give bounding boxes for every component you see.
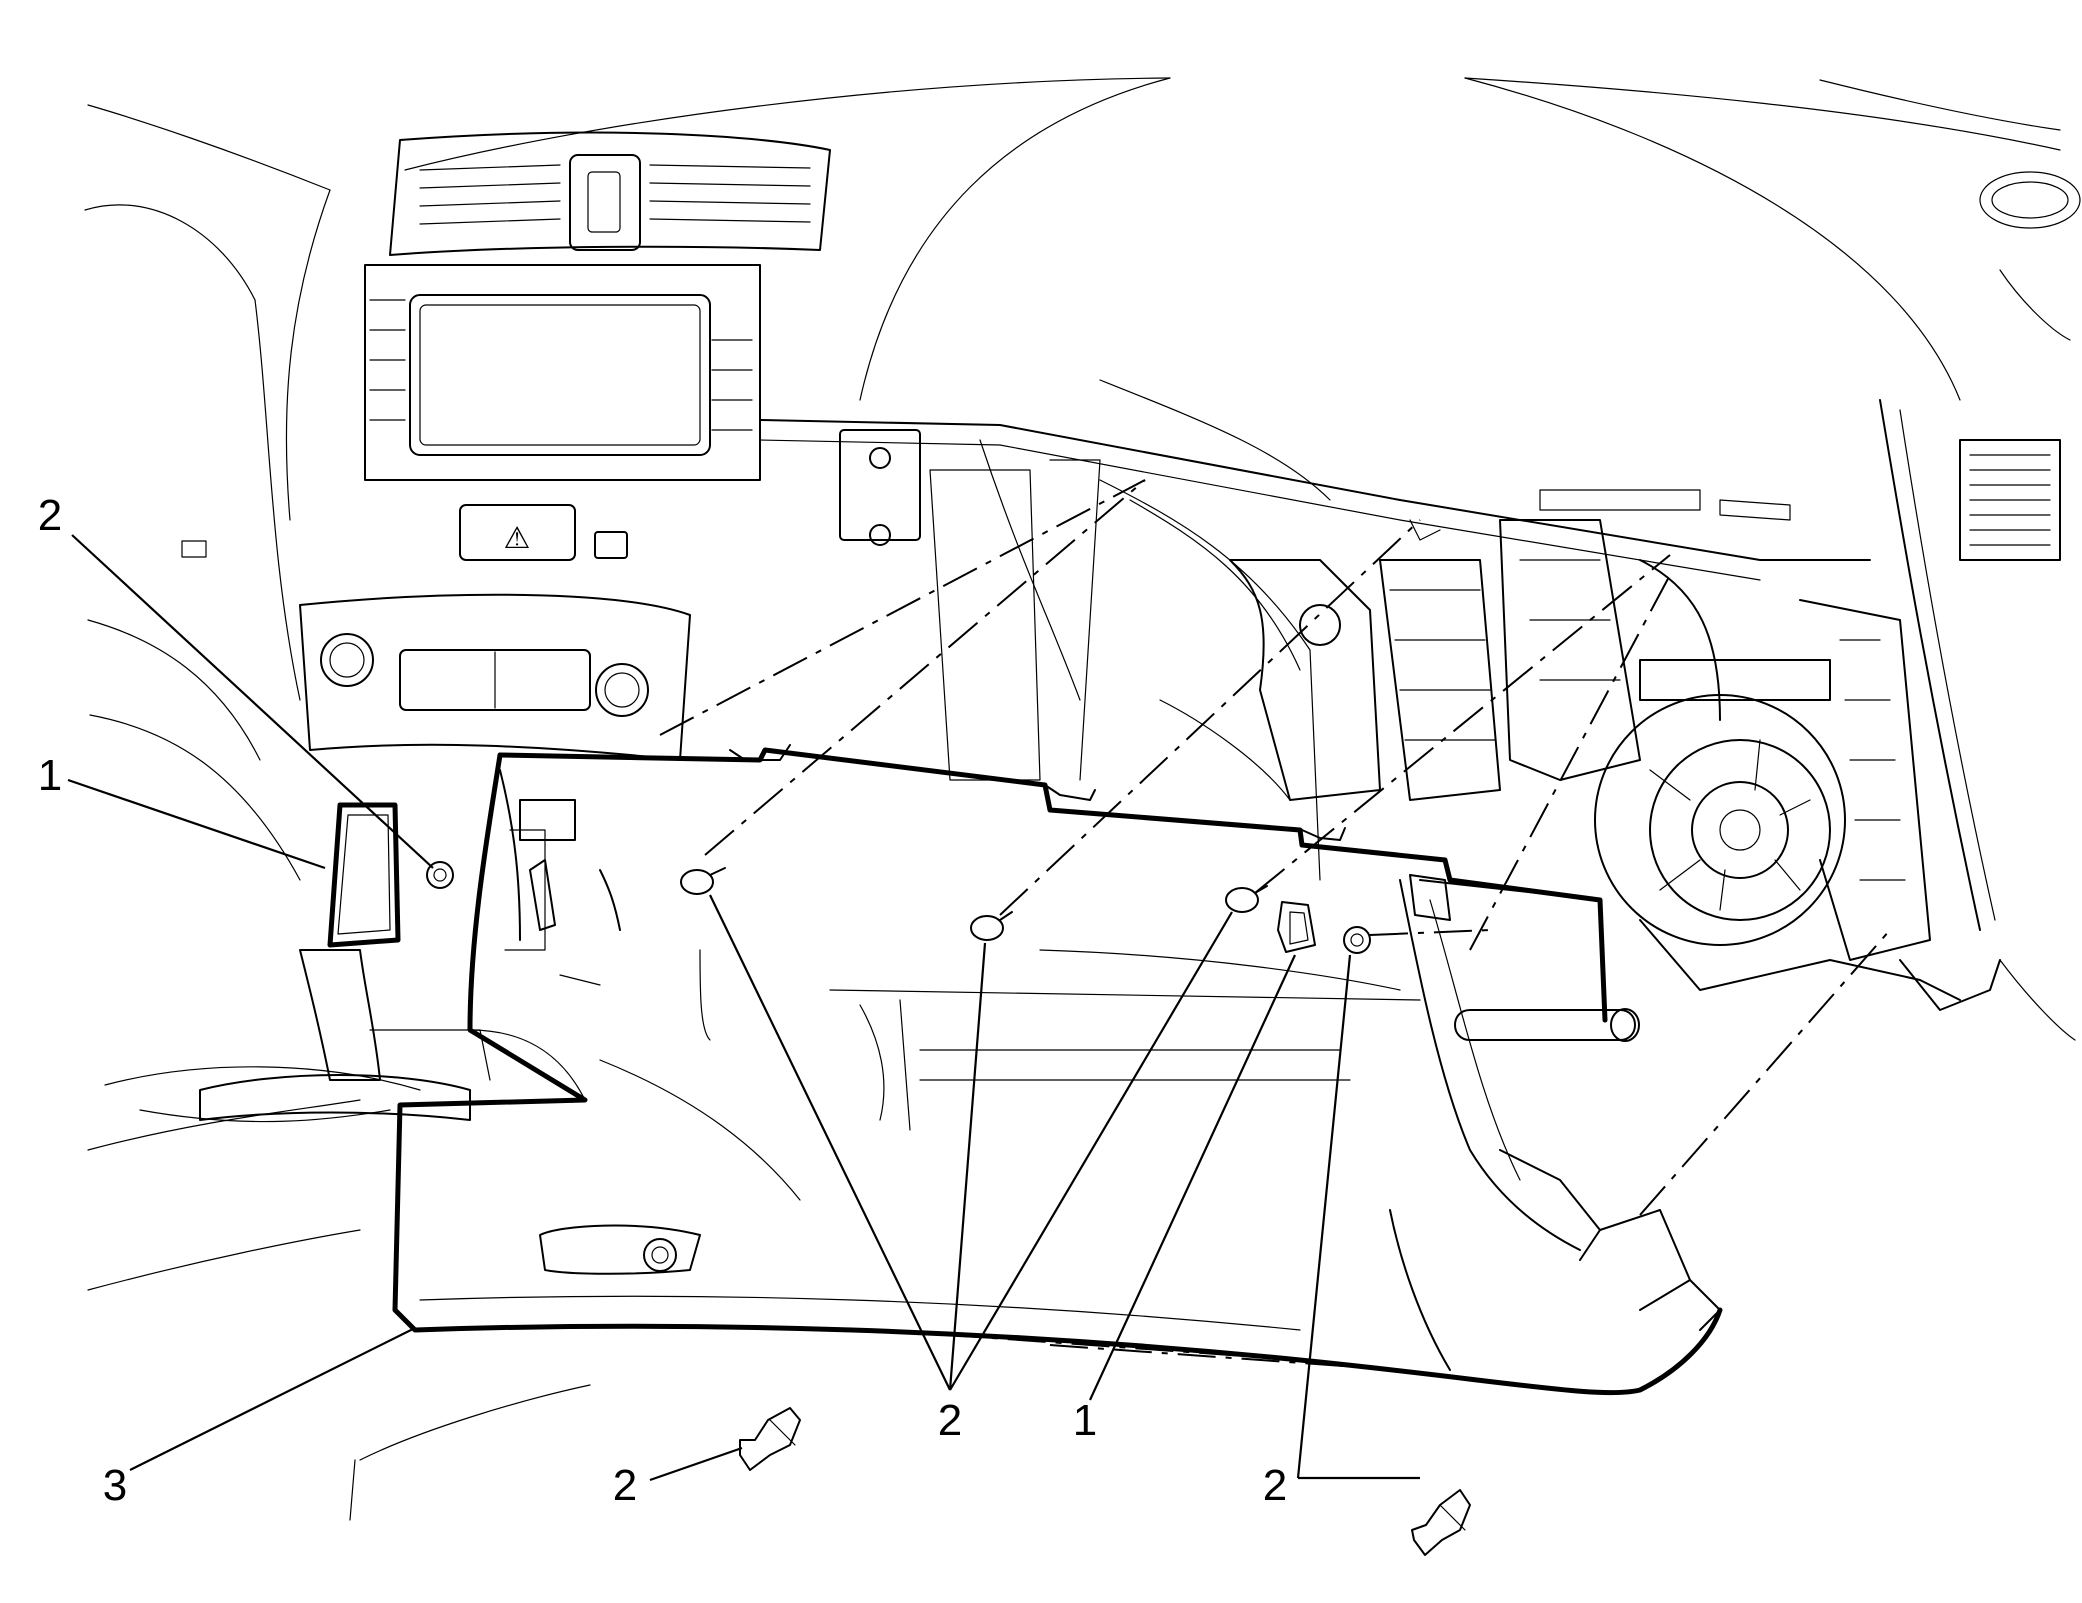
center-stack: ⚠ <box>139 131 831 1123</box>
callout-3: 3 <box>103 1461 127 1510</box>
hazard-icon: ⚠ <box>504 521 531 556</box>
callout-1-right: 1 <box>1073 1396 1097 1445</box>
fastener-center-left <box>680 867 726 895</box>
fastener-top-left <box>426 861 454 889</box>
callout-2-bottom-right: 2 <box>1263 1461 1287 1510</box>
callout-2-center: 2 <box>938 1396 962 1445</box>
callout-2-top-left: 2 <box>38 491 62 540</box>
bracket-slots <box>504 744 1451 951</box>
fastener-right <box>1343 926 1371 954</box>
push-pin-bottom-left <box>739 1407 801 1471</box>
push-pin-bottom-right <box>1411 1489 1471 1556</box>
dashboard-outline <box>84 77 2081 1521</box>
fastener-center <box>970 911 1013 941</box>
lower-trim-panel <box>392 747 1723 1396</box>
attachment-guide-lines <box>659 479 1891 1216</box>
callout-2-bottom-left: 2 <box>613 1461 637 1510</box>
dash-frame <box>759 379 2001 1011</box>
callout-1-left: 1 <box>38 751 62 800</box>
leader-lines <box>67 534 1420 1482</box>
fastener-center-right <box>1225 885 1268 913</box>
callouts: 2 1 2 1 2 2 3 <box>38 491 1287 1510</box>
fasteners <box>426 861 1471 1556</box>
